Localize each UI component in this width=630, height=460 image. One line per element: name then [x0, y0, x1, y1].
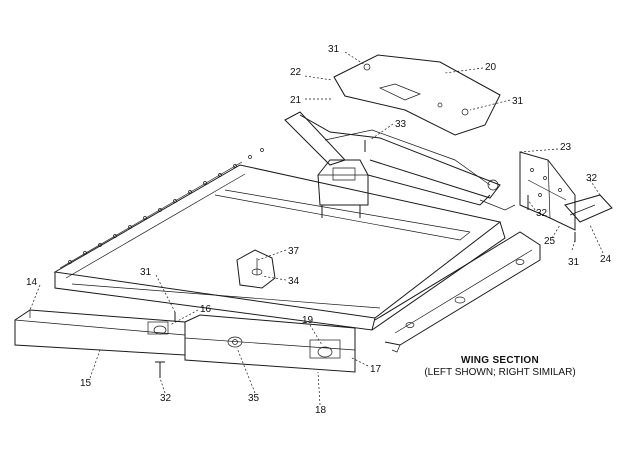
callout-21: 21 [290, 95, 302, 106]
caption-subtitle: (LEFT SHOWN; RIGHT SIMILAR) [424, 367, 576, 378]
center-cover [236, 249, 276, 289]
gearbox-mount [317, 159, 369, 218]
callout-15: 15 [80, 378, 92, 389]
callout-32: 32 [160, 393, 172, 404]
callout-37: 37 [288, 246, 300, 257]
callout-31: 31 [568, 257, 580, 268]
deck-bolt-row [68, 148, 264, 264]
callout-labels: 31 20 22 21 31 33 23 32 32 25 31 24 37 3… [26, 44, 612, 416]
caption-title: WING SECTION [460, 355, 540, 366]
callout-31: 31 [512, 96, 524, 107]
callout-32: 32 [536, 208, 548, 219]
side-bracket [519, 151, 613, 231]
callout-17: 17 [370, 364, 382, 375]
callout-19: 19 [302, 315, 314, 326]
front-skid-left [14, 309, 186, 356]
callout-31: 31 [140, 267, 152, 278]
right-skid [374, 231, 541, 353]
callout-24: 24 [600, 254, 612, 265]
wing-deck [53, 148, 506, 331]
callout-33: 33 [395, 119, 407, 130]
callout-23: 23 [560, 142, 572, 153]
callout-25: 25 [544, 236, 556, 247]
hitch-arms [284, 111, 516, 211]
callout-16: 16 [200, 304, 212, 315]
diagram-caption: WING SECTION (LEFT SHOWN; RIGHT SIMILAR) [405, 355, 595, 378]
callout-34: 34 [288, 276, 300, 287]
callout-32: 32 [586, 173, 598, 184]
callout-14: 14 [26, 277, 38, 288]
callout-35: 35 [248, 393, 260, 404]
callout-22: 22 [290, 67, 302, 78]
bolt-items [155, 140, 576, 378]
top-shield [333, 54, 501, 136]
callout-20: 20 [485, 62, 497, 73]
front-skid-right [184, 314, 356, 373]
leader-lines [29, 51, 604, 406]
callout-31: 31 [328, 44, 340, 55]
callout-18: 18 [315, 405, 327, 416]
